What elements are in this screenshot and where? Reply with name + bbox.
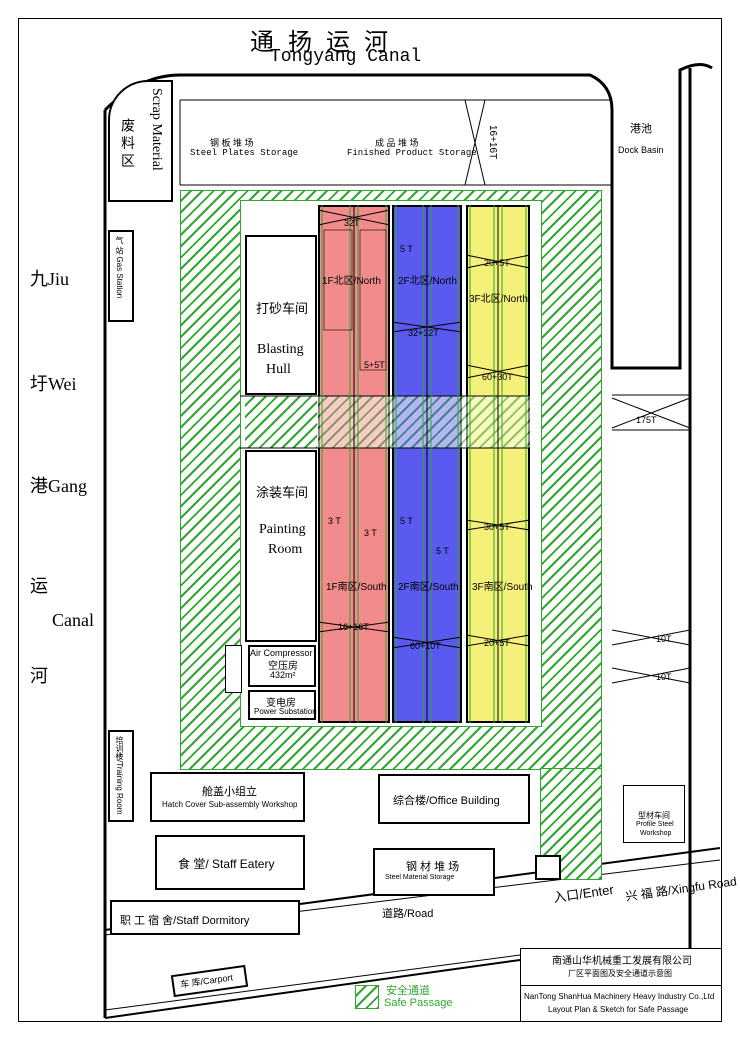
dock-en: Dock Basin <box>618 145 664 155</box>
bay2-north-label: 2F北区/North <box>398 276 457 287</box>
office-label: 综合楼/Office Building <box>393 795 500 807</box>
crane-label: 175T <box>636 415 657 425</box>
legend-cn: 安全通道 <box>386 985 430 997</box>
air-comp-en: Air Compressor <box>250 648 313 658</box>
crane-label: 5 T <box>400 244 413 254</box>
hatch-cover-workshop <box>150 772 305 822</box>
blasting-en2: Hull <box>266 362 291 377</box>
passage-between <box>245 396 317 448</box>
company-cn-sub: 厂区平面图及安全通道示意图 <box>568 969 672 978</box>
painting-cn: 涂装车间 <box>256 485 309 500</box>
crane-label: 3 T <box>364 528 377 538</box>
painting-room <box>245 450 317 642</box>
steel-plates-cn: 钢 板 堆 场 <box>210 138 254 148</box>
canal-left-4: 运 <box>30 576 48 596</box>
profile-workshop <box>623 785 685 843</box>
canal-left-6: 河 <box>30 666 48 686</box>
canal-left-2: 圩Wei <box>30 374 77 394</box>
road-label: 道路/Road <box>382 908 434 920</box>
bay2-south-label: 2F南区/South <box>398 582 459 593</box>
hatch-cn: 舱盖小组立 <box>202 786 257 798</box>
staff-eatery <box>155 835 305 890</box>
company-cn: 南通山华机械重工发展有限公司 <box>552 956 692 967</box>
dock-cn: 港池 <box>630 123 652 135</box>
company-en: NanTong ShanHua Machinery Heavy Industry… <box>524 992 715 1001</box>
training-label: 培训楼/Training Room <box>115 736 124 815</box>
blasting-hull <box>245 235 317 395</box>
finished-cn: 成 品 堆 场 <box>375 138 419 148</box>
crane-label: 3 T <box>328 516 341 526</box>
crane-label: 20+5T <box>484 258 510 268</box>
dormitory-label: 职 工 宿 舍/Staff Dormitory <box>120 915 250 927</box>
company-en-sub: Layout Plan & Sketch for Safe Passage <box>548 1005 689 1014</box>
crane-label: 5 T <box>400 516 413 526</box>
canal-left-5: Canal <box>52 610 94 630</box>
substation-cn: 变电房 <box>266 698 296 709</box>
scrap-material-area <box>108 80 173 202</box>
crane-label: 10T <box>656 634 672 644</box>
scrap-cn: 废 料 区 <box>120 118 136 168</box>
crane-label: 5+5T <box>364 360 385 370</box>
bay1-north-label: 1F北区/North <box>322 276 381 287</box>
small-workshop <box>225 645 242 693</box>
bay3-north-label: 3F北区/North <box>469 294 528 305</box>
crane-label: 30+5T <box>484 522 510 532</box>
crane-top-label: 16+16T <box>487 125 498 160</box>
crane-label: 16+16T <box>338 622 369 632</box>
canal-top-en: Tongyang Canal <box>270 47 422 67</box>
scrap-en: Scrap Material <box>149 88 164 171</box>
painting-en2: Room <box>268 542 303 557</box>
crane-label: 60+10T <box>410 641 441 651</box>
eatery-label: 食 堂/ Staff Eatery <box>178 857 275 871</box>
canal-left-1: 九Jiu <box>30 269 70 289</box>
painting-en1: Painting <box>259 522 306 537</box>
steel-material-storage <box>373 848 495 896</box>
gas-station-label: 气 站 Gas Station <box>115 236 124 299</box>
steel-material-cn: 钢 材 堆 场 <box>406 861 460 873</box>
gas-station <box>108 230 134 322</box>
crane-label: 10T <box>656 672 672 682</box>
profile-en2: Workshop <box>640 830 672 837</box>
profile-en1: Profile Steel <box>636 821 674 828</box>
crane-label: 32+32T <box>408 328 439 338</box>
steel-material-en: Steel Material Storage <box>385 874 455 881</box>
entry-gate <box>535 855 561 880</box>
title-divider <box>520 985 722 986</box>
blasting-en1: Blasting <box>257 342 304 357</box>
office-building <box>378 774 530 824</box>
bay-cross-passage <box>318 396 530 448</box>
air-comp-cn: 空压房 <box>268 661 298 672</box>
air-compressor <box>248 645 316 687</box>
substation-en: Power Substation <box>254 707 317 716</box>
power-substation <box>248 690 316 720</box>
air-comp-size: 432m² <box>270 670 296 680</box>
profile-cn: 型材车间 <box>638 811 670 820</box>
legend-en: Safe Passage <box>384 997 453 1009</box>
bay3-south-label: 3F南区/South <box>472 582 533 593</box>
crane-label: 32T <box>344 218 360 228</box>
finished-en: Finished Product Storage <box>347 148 477 158</box>
canal-top-cn: 通 扬 运 河 <box>250 30 392 56</box>
steel-plates-en: Steel Plates Storage <box>190 148 299 158</box>
canal-left-3: 港Gang <box>30 476 87 496</box>
blasting-cn: 打砂车间 <box>256 301 309 316</box>
crane-label: 60+30T <box>482 372 513 382</box>
training-room <box>108 730 134 822</box>
hatch-en: Hatch Cover Sub-assembly Workshop <box>162 800 298 809</box>
crane-label: 5 T <box>436 546 449 556</box>
crane-label: 20+5T <box>484 638 510 648</box>
legend-swatch <box>355 985 379 1009</box>
bay1-south-label: 1F南区/South <box>326 582 387 593</box>
staff-dormitory <box>110 900 300 935</box>
